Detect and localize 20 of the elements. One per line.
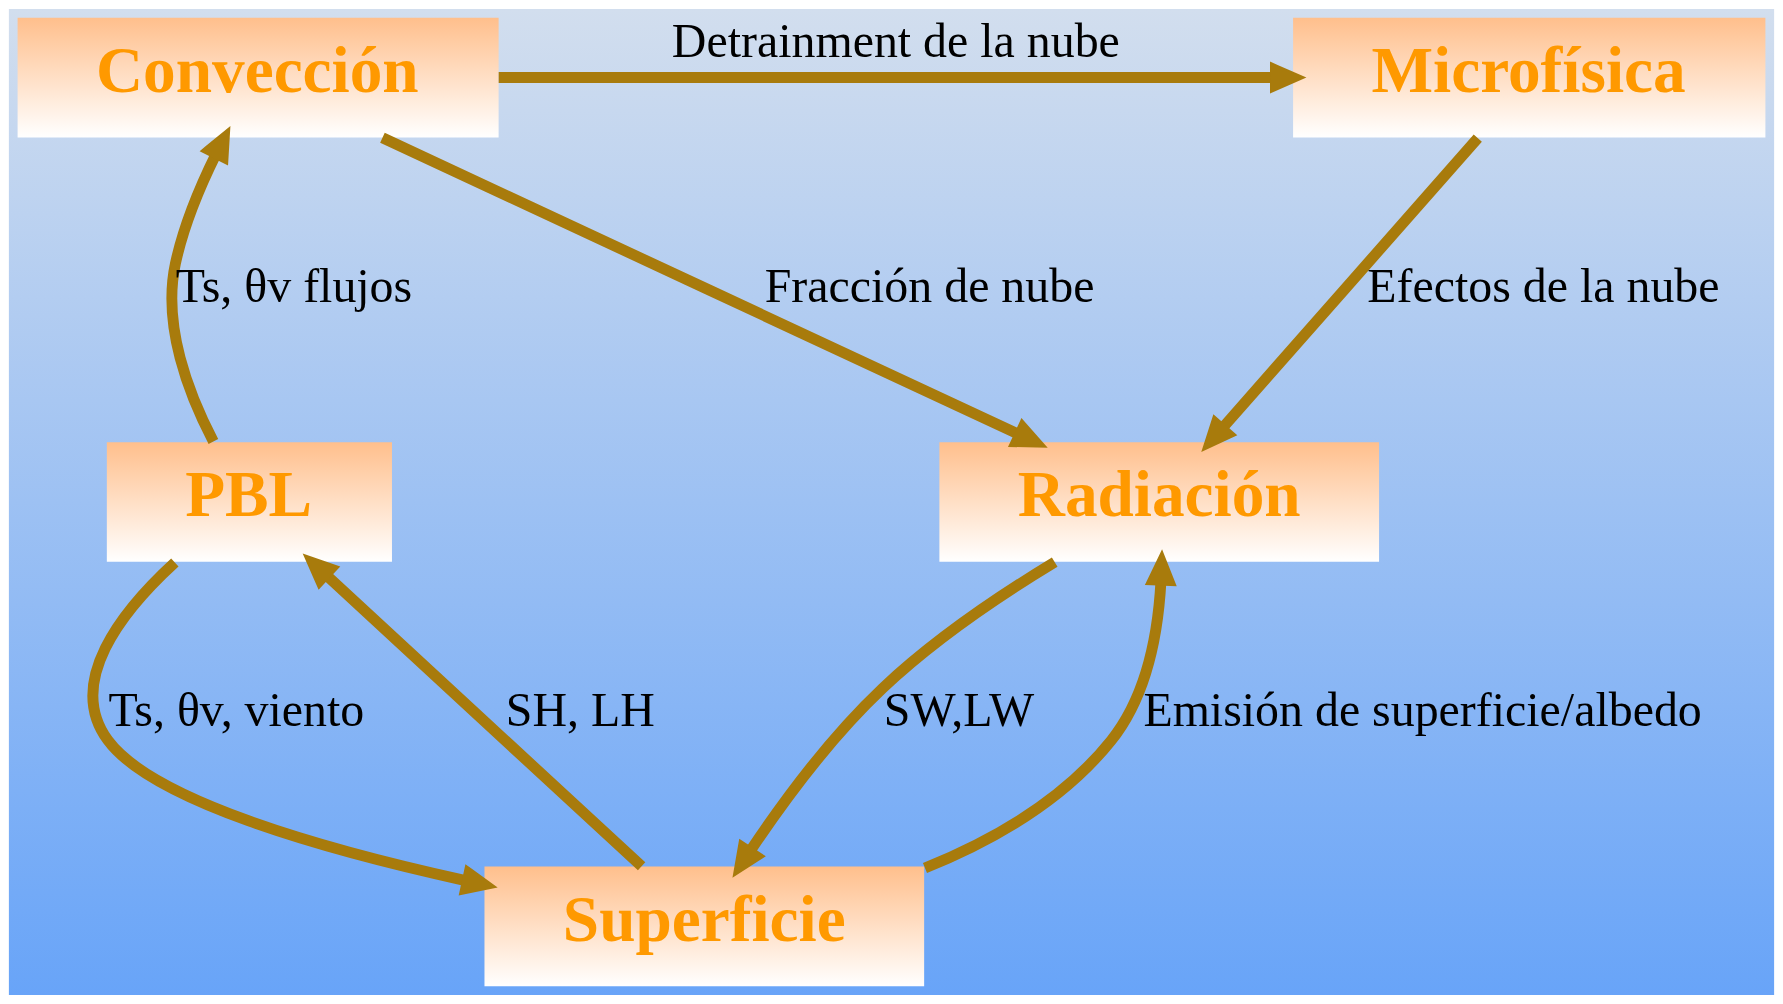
edge-label: Ts, θv, viento xyxy=(108,683,365,737)
edge-label: Emisión de superficie/albedo xyxy=(1143,683,1702,737)
node-box: Microfísica xyxy=(1293,17,1766,138)
node-box: PBL xyxy=(106,442,392,562)
node-box: Superficie xyxy=(484,866,925,987)
node-box: Radiación xyxy=(939,442,1380,562)
edge-label: SH, LH xyxy=(505,683,655,737)
node-box: Convección xyxy=(17,17,499,138)
edge-label: Fracción de nube xyxy=(764,258,1095,312)
arrow xyxy=(302,553,646,871)
edge-label: Detrainment de la nube xyxy=(671,14,1120,68)
arrow xyxy=(87,558,498,896)
edge-label: Efectos de la nube xyxy=(1367,258,1720,312)
arrow xyxy=(1201,134,1482,453)
arrow xyxy=(498,61,1307,94)
arrow xyxy=(380,132,1048,448)
arrow xyxy=(732,557,1058,878)
arrow xyxy=(922,549,1177,874)
edge-label: SW,LW xyxy=(883,683,1035,737)
arrow xyxy=(166,125,231,444)
